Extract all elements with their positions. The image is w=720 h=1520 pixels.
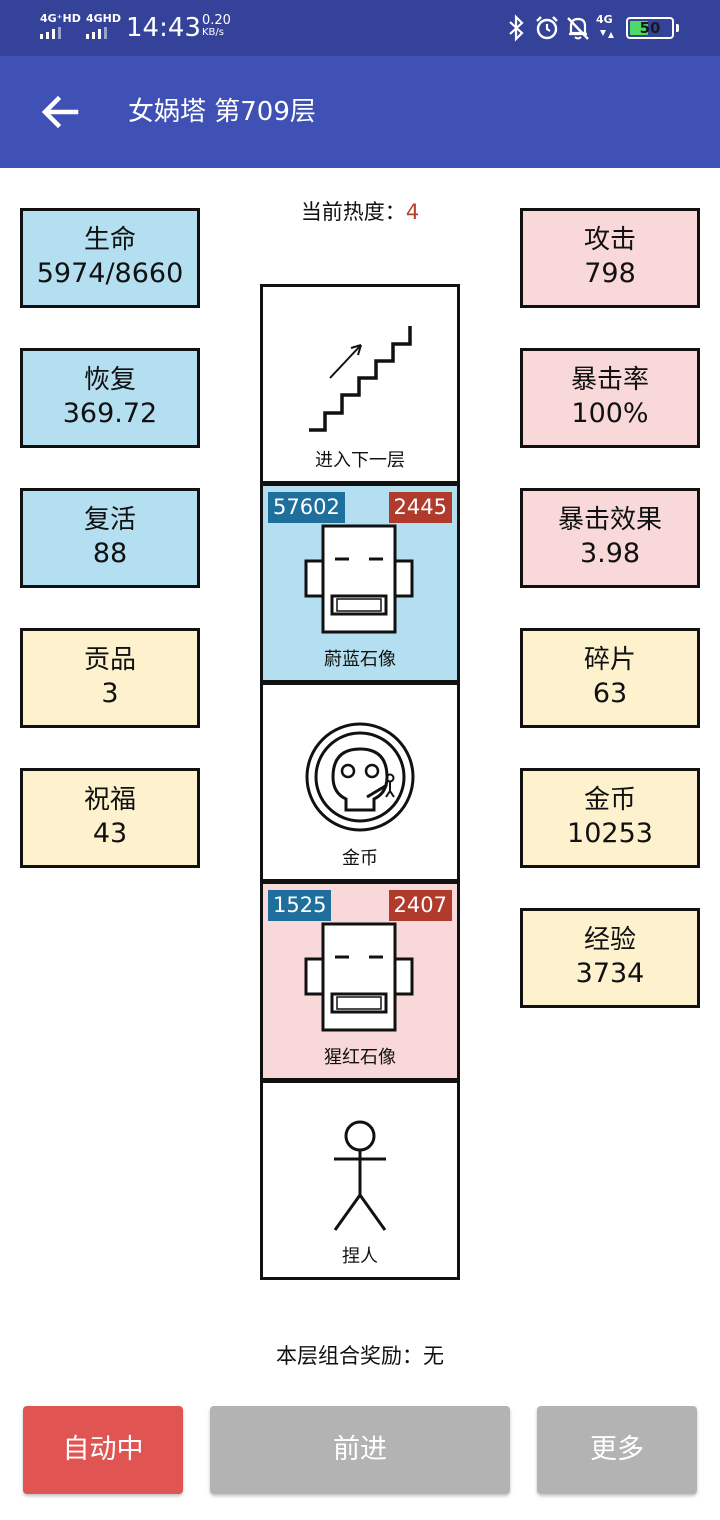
speed-unit: KB/s — [202, 27, 224, 38]
tile-crimson-statue[interactable]: 1525 2407 猩红石像 — [260, 881, 460, 1081]
coin-icon — [305, 722, 415, 832]
network-label-2: 4GHD — [86, 12, 122, 25]
tile-caption: 进入下一层 — [315, 450, 405, 471]
arrow-left-icon[interactable] — [36, 88, 84, 136]
stat-value: 3 — [101, 678, 119, 709]
status-bar: 4G⁺HD 4GHD 14:43 0.20 KB/s 4G 50 — [0, 0, 720, 56]
enemy-attack-badge: 2445 — [388, 492, 452, 523]
stat-label: 暴击效果 — [557, 505, 662, 535]
tile-character-creator[interactable]: 捏人 — [260, 1080, 460, 1280]
more-button[interactable]: 更多 — [537, 1406, 697, 1494]
stat-label: 经验 — [583, 925, 636, 955]
enemy-hp-badge: 57602 — [268, 492, 345, 523]
combo-label: 本层组合奖励： — [276, 1344, 423, 1368]
tile-gold[interactable]: 金币 — [260, 682, 460, 882]
network-label-1: 4G⁺HD — [40, 12, 81, 25]
stat-fragments: 碎片 63 — [520, 628, 700, 728]
stick-figure-icon — [333, 1120, 387, 1231]
stat-attack: 攻击 798 — [520, 208, 700, 308]
signal-icon — [40, 27, 72, 39]
forward-button[interactable]: 前进 — [210, 1406, 510, 1494]
stat-revive: 复活 88 — [20, 488, 200, 588]
alarm-icon — [536, 16, 558, 40]
heat-indicator: 当前热度：4 — [200, 196, 520, 228]
stat-value: 88 — [92, 538, 128, 569]
stat-blessing: 祝福 43 — [20, 768, 200, 868]
statue-icon — [304, 922, 414, 1032]
auto-button[interactable]: 自动中 — [23, 1406, 183, 1494]
stairs-icon — [309, 326, 412, 432]
stat-value: 3734 — [575, 958, 645, 989]
network-label-3: 4G — [596, 13, 613, 26]
app-bar: 女娲塔 第709层 — [0, 56, 720, 168]
stat-crit-rate: 暴击率 100% — [520, 348, 700, 448]
stat-life: 生命 5974/8660 — [20, 208, 200, 308]
stat-label: 恢复 — [83, 365, 136, 395]
signal-icon-2 — [86, 27, 118, 39]
tile-caption: 捏人 — [342, 1246, 378, 1267]
stat-value: 10253 — [567, 818, 653, 849]
bell-off-icon — [567, 17, 589, 40]
stat-label: 生命 — [83, 225, 136, 255]
tile-caption: 金币 — [342, 848, 378, 869]
stat-experience: 经验 3734 — [520, 908, 700, 1008]
enemy-hp-badge: 1525 — [268, 890, 332, 921]
stat-value: 5974/8660 — [36, 258, 184, 289]
speed-value: 0.20 — [202, 13, 231, 28]
stat-offering: 贡品 3 — [20, 628, 200, 728]
stat-label: 攻击 — [583, 225, 636, 255]
combo-value: 无 — [423, 1344, 444, 1368]
tile-next-floor[interactable]: 进入下一层 — [260, 284, 460, 484]
stat-value: 3.98 — [579, 538, 641, 569]
stat-regen: 恢复 369.72 — [20, 348, 200, 448]
signal-4g-icon: 4G — [596, 14, 620, 42]
heat-value: 4 — [405, 200, 420, 224]
tile-caption: 猩红石像 — [324, 1047, 396, 1068]
tile-caption: 蔚蓝石像 — [324, 649, 396, 670]
heat-label: 当前热度： — [300, 200, 406, 224]
stat-label: 碎片 — [583, 645, 636, 675]
stat-value: 369.72 — [62, 398, 158, 429]
enemy-attack-badge: 2407 — [388, 890, 452, 921]
stat-value: 43 — [92, 818, 128, 849]
stat-label: 祝福 — [83, 785, 136, 815]
stat-crit-effect: 暴击效果 3.98 — [520, 488, 700, 588]
page-title: 女娲塔 第709层 — [128, 97, 316, 127]
stat-label: 暴击率 — [570, 365, 649, 395]
bluetooth-icon — [509, 14, 524, 42]
combo-reward: 本层组合奖励：无 — [160, 1340, 560, 1372]
battery-fill — [630, 21, 648, 35]
stat-gold: 金币 10253 — [520, 768, 700, 868]
stat-value: 798 — [584, 258, 636, 289]
battery-percent: 50 — [639, 19, 661, 37]
statue-icon — [304, 524, 414, 634]
battery-icon: 50 — [626, 17, 674, 39]
battery-tip — [676, 24, 679, 32]
network-speed: 0.20 KB/s — [202, 14, 231, 38]
stat-label: 贡品 — [83, 645, 136, 675]
stat-label: 复活 — [83, 505, 136, 535]
stat-label: 金币 — [583, 785, 636, 815]
clock: 14:43 — [126, 13, 201, 43]
stat-value: 100% — [571, 398, 649, 429]
tile-azure-statue[interactable]: 57602 2445 蔚蓝石像 — [260, 483, 460, 683]
stat-value: 63 — [592, 678, 628, 709]
